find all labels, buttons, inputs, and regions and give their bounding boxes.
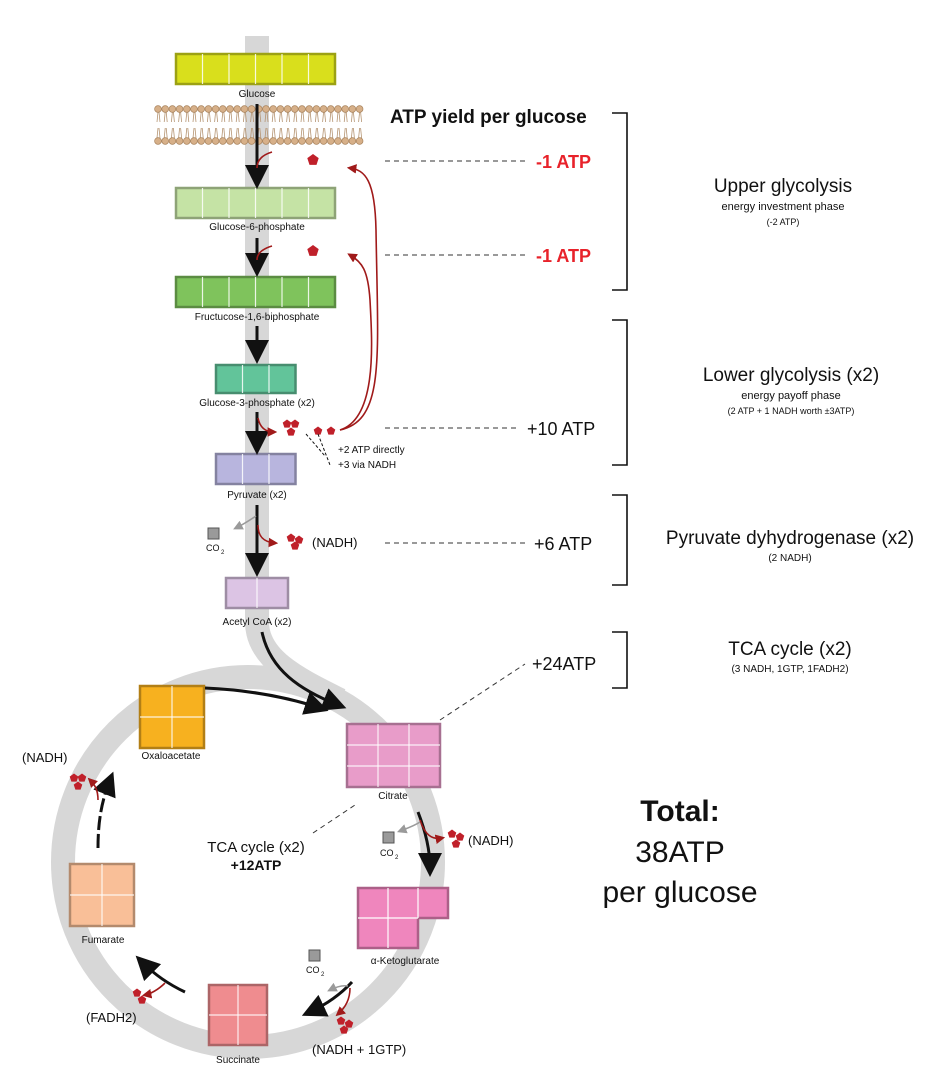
co2-label-1: CO [206, 543, 220, 553]
phase-brackets [612, 112, 628, 689]
label-g3p: Glucose-3-phosphate (x2) [199, 398, 315, 409]
label-succinate: Succinate [216, 1055, 260, 1066]
cell-membrane [154, 105, 364, 145]
phase-pdh-sub1: (2 NADH) [768, 553, 811, 564]
label-oxaloacetate: Oxaloacetate [142, 751, 201, 762]
phase-tca: TCA cycle (x2) (3 NADH, 1GTP, 1FADH2) [728, 639, 852, 675]
co2-sub-3: 2 [321, 972, 325, 978]
atp-value-step2: -1 ATP [536, 246, 591, 266]
cycle-label: TCA cycle (x2) [207, 839, 305, 856]
via-nadh-label: +3 via NADH [338, 460, 396, 471]
cycle-atp: +12ATP [231, 857, 282, 873]
citrate-box [345, 722, 442, 789]
acetylcoa-box [224, 576, 290, 610]
phase-pdh-title: Pyruvate dyhydrogenase (x2) [666, 528, 914, 549]
f16bp-box [174, 275, 337, 309]
pyruvate-box [214, 452, 297, 486]
header-title: ATP yield per glucose [390, 107, 587, 128]
phase-lower-title: Lower glycolysis (x2) [703, 365, 879, 386]
phase-upper-title: Upper glycolysis [714, 176, 852, 197]
total-line2: 38ATP [635, 836, 725, 869]
atp-value-pdh: +6 ATP [534, 534, 592, 554]
phase-tca-title: TCA cycle (x2) [728, 639, 852, 660]
co2-arrows [233, 515, 421, 992]
phase-upper: Upper glycolysis energy investment phase… [714, 176, 852, 227]
pdh-nadh-label: (NADH) [312, 535, 358, 550]
citrate-nadh-label: (NADH) [468, 833, 514, 848]
atp-value-tca: +24ATP [532, 654, 596, 674]
phase-lower-sub1: energy payoff phase [741, 390, 840, 402]
phase-upper-sub2: (-2 ATP) [767, 217, 800, 227]
succinate-box [207, 983, 269, 1047]
total-line1: Total: [640, 795, 719, 828]
oxaloacetate-box [138, 684, 206, 750]
phase-lower-sub2: (2 ATP + 1 NADH worth ±3ATP) [728, 406, 855, 416]
co2-label-2: CO [380, 848, 394, 858]
co2-label-3: CO [306, 965, 320, 975]
g3p-box [214, 363, 297, 395]
akg-output-label: (NADH + 1GTP) [312, 1042, 406, 1057]
phase-tca-sub1: (3 NADH, 1GTP, 1FADH2) [731, 664, 848, 675]
pathway-arrows [93, 104, 442, 1017]
co2-icons [207, 527, 395, 962]
side-text: +2 ATP directly +3 via NADH (NADH) (NADH… [22, 433, 514, 1057]
atp-directly-label: +2 ATP directly [338, 445, 405, 456]
label-f16bp: Fructucose-1,6-biphosphate [195, 312, 320, 323]
succinate-output-label: (FADH2) [86, 1010, 137, 1025]
phase-lower: Lower glycolysis (x2) energy payoff phas… [703, 365, 879, 416]
side-arrows [87, 151, 446, 1017]
label-acetylcoa: Acetyl CoA (x2) [223, 617, 292, 628]
phosphate-icons [69, 154, 465, 1034]
oxaloacetate-nadh-label: (NADH) [22, 750, 68, 765]
atp-connectors [312, 160, 526, 834]
akg-box [356, 886, 450, 950]
phase-upper-sub1: energy investment phase [722, 201, 845, 213]
label-g6p: Glucose-6-phosphate [209, 222, 305, 233]
co2-sub-2: 2 [395, 855, 399, 861]
atp-value-step1: -1 ATP [536, 152, 591, 172]
glucose-box [174, 52, 337, 86]
label-glucose: Glucose [239, 89, 276, 100]
phase-pdh: Pyruvate dyhydrogenase (x2) (2 NADH) [666, 528, 914, 564]
co2-labels: CO 2 CO 2 CO 2 [206, 543, 399, 978]
atp-value-lower: +10 ATP [527, 419, 595, 439]
label-pyruvate: Pyruvate (x2) [227, 490, 286, 501]
label-citrate: Citrate [378, 791, 408, 802]
g6p-box [174, 186, 337, 220]
fumarate-box [68, 862, 136, 928]
total-line3: per glucose [602, 876, 757, 909]
co2-sub-1: 2 [221, 550, 225, 556]
label-akg: α-Ketoglutarate [371, 956, 440, 967]
label-fumarate: Fumarate [82, 935, 125, 946]
